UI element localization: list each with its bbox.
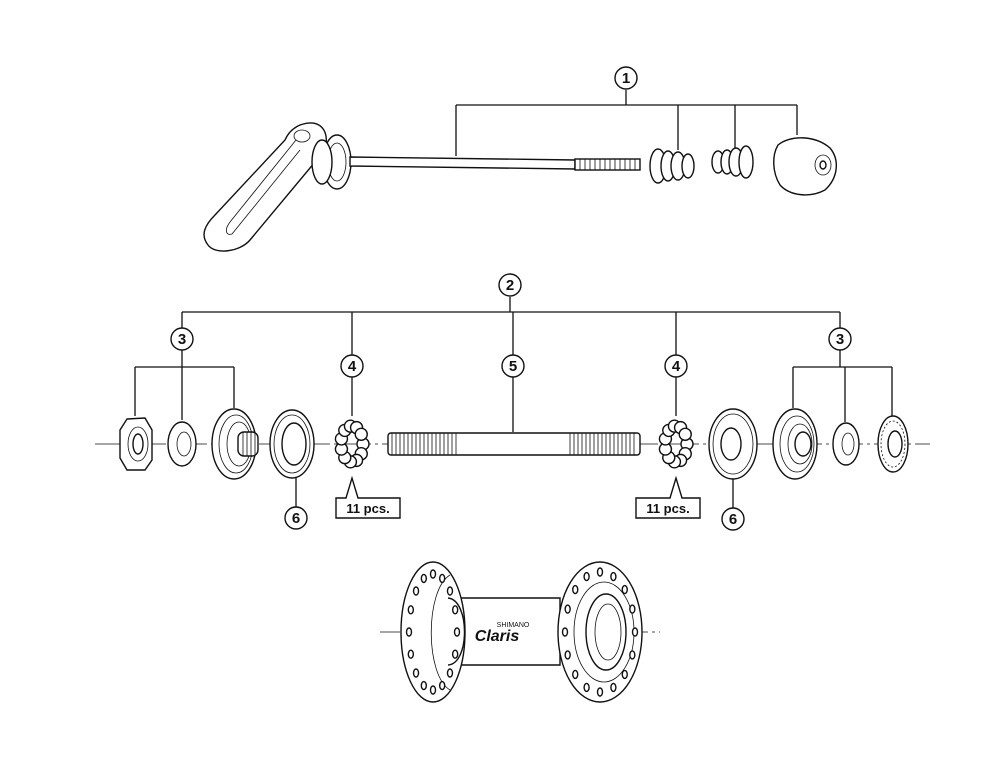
spoke-hole [420,573,428,584]
callout-4-left-label: 4 [348,358,357,375]
quick-release-lever [203,122,352,252]
callout-2-label: 2 [506,277,514,294]
dust-cap-left [269,409,315,507]
callout-3-left-bracket [134,350,235,420]
spoke-hole [572,584,579,595]
skewer-spring-2 [711,145,754,179]
washer-left [167,421,197,467]
spoke-hole [610,571,617,582]
spoke-hole [446,586,454,596]
dust-cap-right [708,408,758,508]
spoke-hole [451,605,459,615]
bearing-ball [354,427,368,441]
callout-3-left-label: 3 [178,331,186,348]
washer-right [832,422,860,466]
spoke-hole [446,668,454,678]
spoke-hole [438,573,446,584]
cone-left [211,408,259,480]
callout-5: 5 [501,354,525,432]
callout-4-right: 4 [664,354,688,416]
ball-count-text-left: 11 pcs. [346,501,389,516]
spoke-hole [564,650,571,660]
ball-count-label-right: 11 pcs. [635,475,701,519]
locknut-left [119,417,153,471]
callout-3-right: 3 [828,327,852,351]
spoke-hole [429,569,437,579]
spoke-hole [621,584,628,595]
spoke-hole [572,669,579,680]
hub-body: SHIMANO Claris [380,561,660,703]
spoke-hole [631,627,639,637]
spoke-hole [407,605,415,615]
hub-brand-text: SHIMANO [497,622,530,629]
callout-2: 2 [498,273,522,297]
spoke-hole [412,586,420,596]
callout-1-label: 1 [622,70,630,87]
callout-1-bracket [455,90,798,156]
bearing-balls-right [658,419,694,469]
spoke-hole [412,668,420,678]
spoke-hole [596,687,604,697]
callout-3-left: 3 [170,327,194,351]
axle [387,432,641,456]
callout-3-right-label: 3 [836,331,844,348]
callout-4-right-label: 4 [672,358,681,375]
spoke-hole [596,567,604,577]
skewer-adjusting-nut [773,137,837,196]
spoke-hole [564,604,571,614]
cone-right [772,408,818,480]
spoke-hole [583,571,590,582]
spoke-hole [561,627,569,637]
bearing-ball [678,427,692,441]
callout-4-left: 4 [340,354,364,416]
spoke-hole [621,669,628,680]
callout-1: 1 [614,66,638,90]
ball-count-text-right: 11 pcs. [646,501,689,516]
spoke-hole [407,649,415,659]
spoke-hole [629,650,636,660]
spoke-hole [420,680,428,691]
spoke-hole [629,604,636,614]
callout-5-label: 5 [509,358,517,375]
callout-6-left-label: 6 [292,510,300,527]
skewer-spring-1 [649,148,695,184]
callout-3-right-bracket [792,350,893,422]
skewer-rod [349,156,641,171]
callout-2-bracket [181,297,841,355]
ball-count-label-left: 11 pcs. [335,475,401,519]
callout-6-right-label: 6 [729,511,737,528]
bearing-balls-left [334,419,370,469]
spoke-hole [610,682,617,693]
callout-6-left: 6 [284,506,308,530]
spoke-hole [583,682,590,693]
spoke-hole [438,680,446,691]
spoke-hole [453,627,461,637]
spoke-hole [405,627,413,637]
hub-model-text: Claris [475,628,520,645]
spoke-hole [451,649,459,659]
spoke-hole [429,685,437,695]
locknut-right [877,415,909,473]
callout-6-right: 6 [721,507,745,531]
